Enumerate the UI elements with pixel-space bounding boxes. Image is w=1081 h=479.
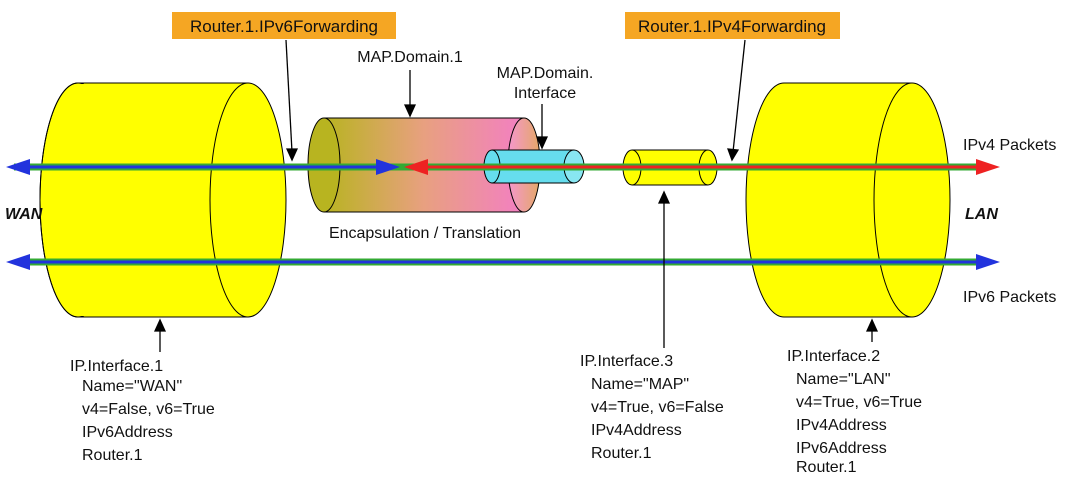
- lan-cylinder: [745, 82, 951, 318]
- lan-interface-line: IPv4Address: [796, 417, 887, 434]
- map-domain-interface-label-1: MAP.Domain.: [497, 65, 594, 82]
- map-interface-line: IPv4Address: [591, 422, 682, 439]
- wan-interface-line: Router.1: [82, 447, 143, 464]
- map-domain-interface-label-2: Interface: [514, 85, 576, 102]
- lan-interface-block: IP.Interface.2 Name="LAN" v4=True, v6=Tr…: [787, 348, 922, 476]
- pointer-arrows: [153, 39, 879, 352]
- ipv6-forwarding-label: Router.1.IPv6Forwarding: [190, 17, 378, 36]
- ipv6-packets-label: IPv6 Packets: [963, 289, 1056, 306]
- wan-cylinder: [39, 82, 287, 318]
- wan-interface-line: IP.Interface.1: [70, 358, 163, 375]
- wan-label: WAN: [5, 206, 43, 223]
- ipv4-path: [6, 159, 1000, 175]
- map-interface-block: IP.Interface.3 Name="MAP" v4=True, v6=Fa…: [580, 353, 724, 462]
- ipv4-arrowhead-left: [404, 159, 428, 175]
- lan-label: LAN: [965, 206, 998, 223]
- ipv4-forwarding-highlight: [625, 12, 840, 39]
- ipv6-arrowhead-right-lower: [976, 254, 1000, 270]
- wan-interface-line: v4=False, v6=True: [82, 401, 215, 418]
- map-interface-line: Name="MAP": [591, 376, 689, 393]
- ipv6-forwarding-highlight: [172, 12, 396, 39]
- map-interface-line: Router.1: [591, 445, 652, 462]
- ipv6-arrowhead-left-upper: [6, 159, 30, 175]
- wan-interface-line: Name="WAN": [82, 378, 182, 395]
- lan-interface-line: Name="LAN": [796, 371, 891, 388]
- map-interface-line: IP.Interface.3: [580, 353, 673, 370]
- ipv4-forwarding-label: Router.1.IPv4Forwarding: [638, 17, 826, 36]
- ipv6-arrowhead-right-upper: [376, 159, 400, 175]
- wan-interface-line: IPv6Address: [82, 424, 173, 441]
- encapsulation-label: Encapsulation / Translation: [329, 225, 521, 242]
- ipv4-packets-label: IPv4 Packets: [963, 137, 1056, 154]
- ipv4-arrowhead-right: [976, 159, 1000, 175]
- lan-interface-line: IPv6Address: [796, 440, 887, 457]
- lan-interface-line: IP.Interface.2: [787, 348, 880, 365]
- map-interface-line: v4=True, v6=False: [591, 399, 724, 416]
- wan-interface-block: IP.Interface.1 Name="WAN" v4=False, v6=T…: [70, 358, 215, 464]
- map-domain-label: MAP.Domain.1: [357, 49, 463, 66]
- ipv6-arrowhead-left-lower: [6, 254, 30, 270]
- lan-interface-line: v4=True, v6=True: [796, 394, 922, 411]
- lan-interface-line: Router.1: [796, 459, 857, 476]
- ipv6-path: [6, 254, 1000, 270]
